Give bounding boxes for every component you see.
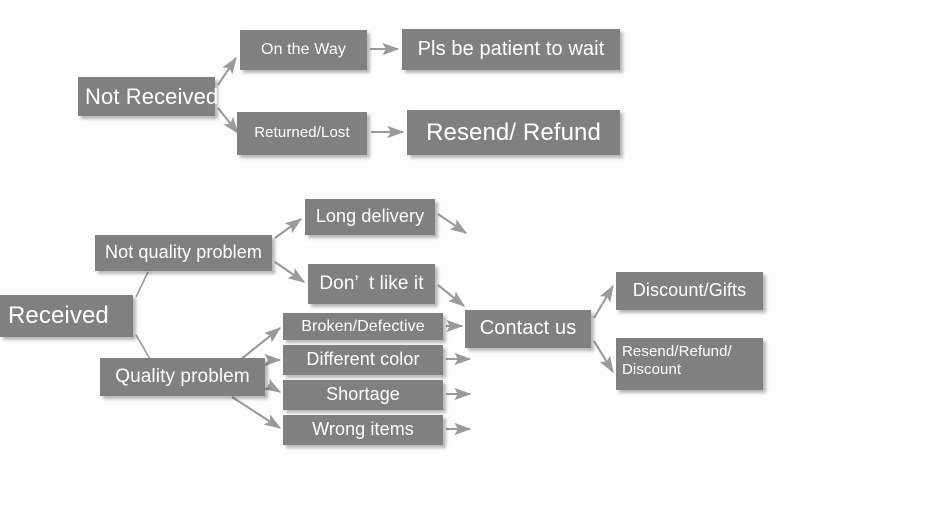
node-broken-defective[interactable]: Broken/Defective bbox=[283, 313, 443, 340]
edge-received-to-quality-problem bbox=[135, 334, 151, 360]
node-not-received[interactable]: Not Received bbox=[78, 77, 218, 116]
node-quality-problem[interactable]: Quality problem bbox=[100, 358, 265, 396]
edge-not-quality-to-long-delivery bbox=[274, 218, 303, 239]
edge-contact-us-to-discount-gifts bbox=[593, 284, 614, 319]
edge-not-received-to-returned-lost bbox=[217, 107, 239, 134]
node-received[interactable]: Received bbox=[0, 295, 133, 337]
node-on-the-way[interactable]: On the Way bbox=[240, 30, 367, 70]
node-dont-like-it[interactable]: Don’ t like it bbox=[308, 264, 435, 304]
edge-quality-to-shortage bbox=[263, 378, 282, 393]
edge-contact-us-to-resend-refund-disc bbox=[593, 340, 614, 374]
node-resend-refund[interactable]: Resend/ Refund bbox=[407, 110, 620, 155]
edge-dont-like-it-to-contact-us bbox=[437, 284, 465, 307]
edge-received-to-not-quality-problem bbox=[135, 271, 149, 298]
edge-quality-to-wrong-items bbox=[231, 396, 282, 429]
node-pls-be-patient[interactable]: Pls be patient to wait bbox=[402, 29, 620, 70]
node-shortage[interactable]: Shortage bbox=[283, 380, 443, 410]
node-contact-us[interactable]: Contact us bbox=[465, 310, 591, 348]
node-long-delivery[interactable]: Long delivery bbox=[305, 199, 435, 235]
node-discount-gifts[interactable]: Discount/Gifts bbox=[616, 272, 763, 310]
edge-quality-to-broken-defective bbox=[239, 327, 281, 361]
node-resend-refund-disc[interactable]: Resend/Refund/ Discount bbox=[616, 338, 763, 390]
node-not-quality-problem[interactable]: Not quality problem bbox=[95, 235, 272, 271]
edge-long-delivery-to-contact-us bbox=[437, 213, 468, 234]
node-returned-lost[interactable]: Returned/Lost bbox=[237, 112, 367, 155]
edge-not-received-to-on-the-way bbox=[217, 56, 237, 86]
edge-not-quality-to-dont-like-it bbox=[274, 261, 306, 283]
node-different-color[interactable]: Different color bbox=[283, 345, 443, 375]
node-wrong-items[interactable]: Wrong items bbox=[283, 415, 443, 445]
